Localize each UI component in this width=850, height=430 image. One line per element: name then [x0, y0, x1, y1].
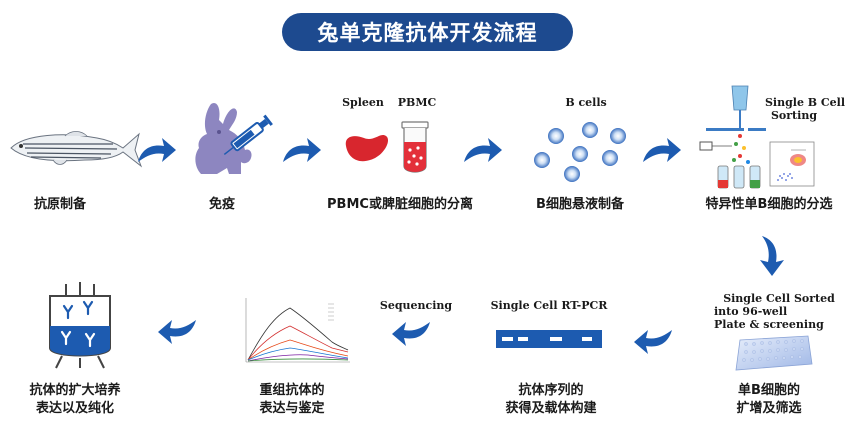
- arrow-down-icon: [758, 234, 788, 276]
- rt-pcr-label: Single Cell RT-PCR: [490, 299, 608, 312]
- step-label-line: 抗体序列的: [518, 383, 584, 398]
- screening-label: Plate & screening: [714, 318, 824, 331]
- step-label-line: 单B细胞的: [738, 383, 800, 398]
- pbmc-label: PBMC: [397, 96, 437, 109]
- step-label: 重组抗体的 表达与鉴定: [232, 382, 352, 418]
- spleen-tube-icon: [340, 118, 440, 180]
- step-label-line: 抗体的扩大培养: [29, 383, 121, 398]
- step-label-line: 扩增及筛选: [736, 401, 802, 416]
- step-label: PBMC或脾脏细胞的分离: [327, 197, 473, 212]
- arrow-right-icon: [462, 134, 502, 164]
- step-label: 抗体的扩大培养 表达以及纯化: [15, 382, 135, 418]
- b-cells-label: B cells: [565, 96, 607, 109]
- arrow-right-icon: [281, 134, 321, 164]
- step-label: 特异性单B细胞的分选: [705, 197, 833, 212]
- step-label: 免疫: [208, 197, 235, 212]
- sorting-label: Sorting: [770, 109, 818, 122]
- flow-sorter-icon: [696, 84, 822, 192]
- b-cells-icon: [528, 120, 638, 184]
- step-label: B细胞悬液制备: [536, 197, 624, 212]
- bioreactor-icon: [40, 280, 120, 370]
- step-label-line: 重组抗体的: [259, 383, 325, 398]
- arrow-left-icon: [634, 328, 674, 358]
- single-b-cell-label: Single B Cell: [764, 96, 846, 109]
- sequencing-label: Sequencing: [379, 299, 453, 312]
- spleen-label: Spleen: [342, 96, 384, 109]
- 96-well-label: into 96-well: [714, 305, 788, 318]
- step-label-line: 表达以及纯化: [35, 401, 114, 416]
- step-label: 抗原制备: [33, 197, 86, 212]
- arrow-right-icon: [136, 134, 176, 164]
- zebrafish-icon: [5, 122, 145, 172]
- sorted-label: Single Cell Sorted: [723, 292, 835, 305]
- step-label-line: 表达与鉴定: [259, 401, 325, 416]
- arrow-right-icon: [641, 134, 681, 164]
- rabbit-syringe-icon: [187, 98, 282, 180]
- 96-well-plate-icon: [734, 334, 814, 374]
- step-label: 单B细胞的 扩增及筛选: [709, 382, 829, 418]
- arrow-left-icon: [158, 318, 198, 348]
- binding-curve-icon: [232, 294, 356, 370]
- page-title: 兔单克隆抗体开发流程: [282, 13, 573, 51]
- arrow-left-icon: [392, 320, 432, 350]
- step-label-line: 获得及载体构建: [505, 401, 597, 416]
- step-label: 抗体序列的 获得及载体构建: [486, 382, 616, 418]
- gel-band-icon: [496, 330, 602, 348]
